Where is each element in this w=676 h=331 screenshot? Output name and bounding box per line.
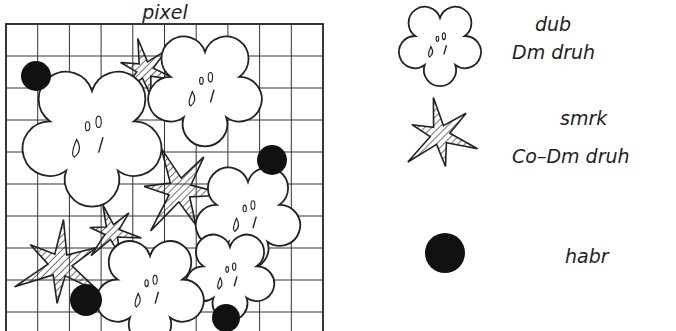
legend-symbols — [399, 7, 481, 273]
oak-leaf — [243, 205, 246, 212]
hornbeam-symbol — [212, 304, 240, 331]
oak-leaf — [233, 218, 238, 231]
tree-symbols — [15, 36, 301, 331]
type-label: Co–Dm druh — [512, 146, 630, 167]
legend-text: habr — [565, 246, 609, 267]
oak-symbol — [96, 241, 203, 331]
oak-leaf — [429, 47, 433, 57]
oak-leaf — [85, 122, 89, 131]
oak-leaf — [253, 217, 256, 229]
spruce-symbol — [408, 98, 478, 167]
oak-leaf — [210, 90, 214, 103]
oak-leaf — [436, 36, 439, 41]
oak-leaf — [153, 275, 157, 284]
legend-text: dub — [535, 14, 571, 35]
oak-leaf — [442, 33, 445, 40]
oak-leaf — [135, 293, 140, 307]
oak-symbol — [148, 36, 262, 146]
oak-symbol — [399, 7, 481, 86]
oak-leaf — [218, 278, 222, 289]
hornbeam-symbol — [257, 145, 287, 175]
oak-leaf — [234, 276, 237, 286]
oak-leaf — [189, 92, 195, 106]
oak-leaf — [96, 116, 101, 127]
hornbeam-symbol — [21, 61, 51, 91]
oak-leaf — [200, 77, 204, 84]
grid-line — [291, 24, 292, 331]
hornbeam-symbol — [425, 233, 465, 273]
legend-text: smrk — [560, 108, 607, 129]
oak-leaf — [251, 201, 255, 210]
oak-leaf — [145, 280, 148, 287]
oak-leaf — [233, 263, 236, 270]
oak-leaf — [226, 267, 229, 273]
oak-symbol — [23, 72, 162, 207]
oak-leaf — [155, 292, 158, 304]
oak-leaf — [99, 137, 103, 152]
type-label: Dm druh — [512, 42, 595, 63]
oak-leaf — [73, 139, 80, 157]
hornbeam-symbol — [70, 284, 102, 316]
grid-title: pixel — [142, 2, 188, 23]
oak-leaf — [208, 73, 212, 82]
oak-leaf — [444, 45, 447, 54]
